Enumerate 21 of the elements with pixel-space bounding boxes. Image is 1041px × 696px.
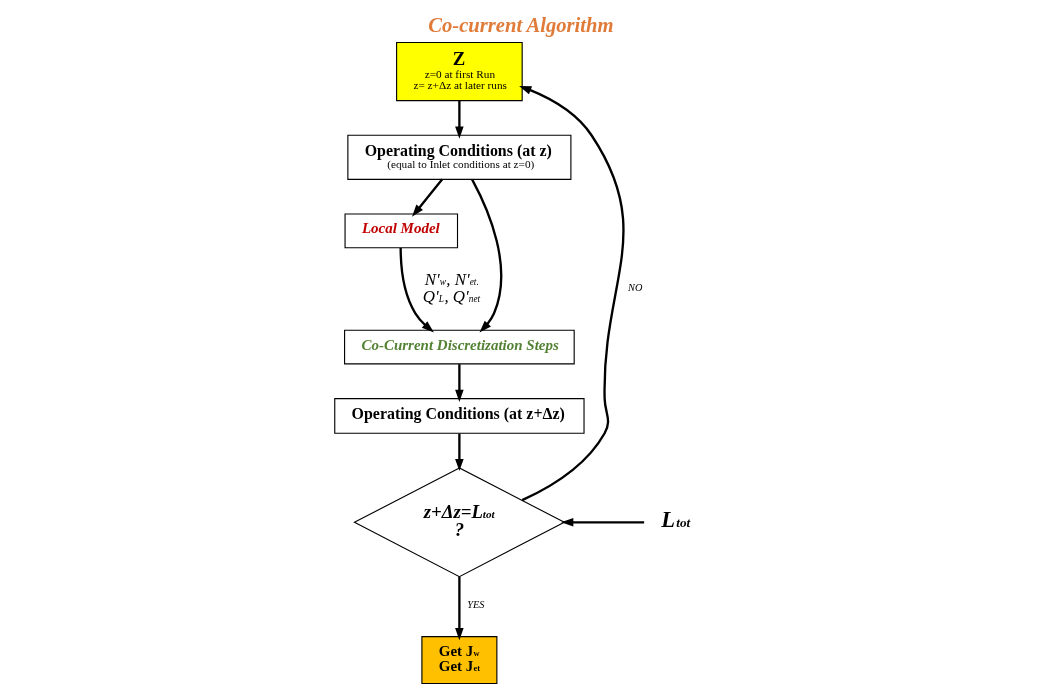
node-box: Get Jw Get Jet: [420, 636, 497, 685]
edge-label: YES: [466, 599, 485, 611]
node-box: Operating Conditions (at z+Δz): [333, 398, 585, 434]
arrow: [454, 576, 464, 641]
node-box: Co-Current Discretization Steps: [343, 329, 575, 365]
node-box: Operating Conditions (at z) (equal to Inlet conditions at z=0): [346, 134, 571, 180]
arrow: [454, 433, 464, 472]
arrow: [560, 518, 644, 527]
edge-label: NO: [627, 281, 642, 293]
edge-label: N'w, N'et. Q'L, Q'net: [422, 269, 480, 306]
node-box: Z z=0 at first Run z= z+Δz at later runs: [395, 41, 523, 102]
node-diamond: z+Δz=Ltot ?: [352, 467, 566, 578]
arrow: [411, 178, 443, 217]
diagram-title: Co-current Algorithm: [427, 13, 614, 36]
arrow: [454, 364, 464, 402]
arrow: [399, 248, 434, 333]
arrow: [470, 178, 502, 333]
node-box: Local Model: [344, 213, 458, 249]
node-text: Ltot: [660, 507, 690, 533]
arrow: [454, 100, 464, 139]
arrow: [518, 85, 624, 502]
